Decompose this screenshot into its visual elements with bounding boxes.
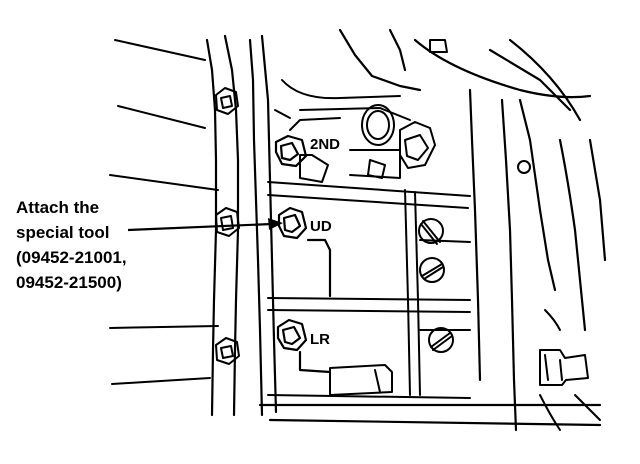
port-fitting-icon	[274, 134, 308, 168]
plug-screw-icon	[418, 218, 444, 245]
lower-right-fittings	[539, 309, 601, 431]
callout-line-1: Attach the	[16, 198, 99, 217]
callout-line-2: special tool	[16, 223, 110, 242]
upper-housing	[274, 39, 531, 183]
bolt-icon	[215, 207, 240, 237]
callout-arrow	[127, 218, 283, 232]
port-label-lr: LR	[310, 331, 330, 348]
port-fitting-icon	[276, 318, 332, 374]
callout-line-4: 09452-21500)	[16, 273, 122, 292]
plug-screw-icon	[419, 257, 445, 283]
plug-screw-icon	[428, 327, 454, 353]
housing-outline	[205, 28, 607, 432]
panel-divisions	[267, 181, 471, 399]
callout-text: Attach the special tool (09452-21001, 09…	[16, 198, 127, 292]
port-label-ud: UD	[310, 218, 332, 235]
port-fitting-icon	[277, 206, 332, 298]
bolt-icon	[399, 121, 436, 169]
bolt-icon	[215, 87, 239, 115]
lower-block	[329, 364, 393, 396]
port-label-2nd: 2ND	[310, 136, 340, 153]
leader-lines	[109, 39, 219, 385]
callout-line-3: (09452-21001,	[16, 248, 127, 267]
bolt-icon	[215, 337, 240, 365]
